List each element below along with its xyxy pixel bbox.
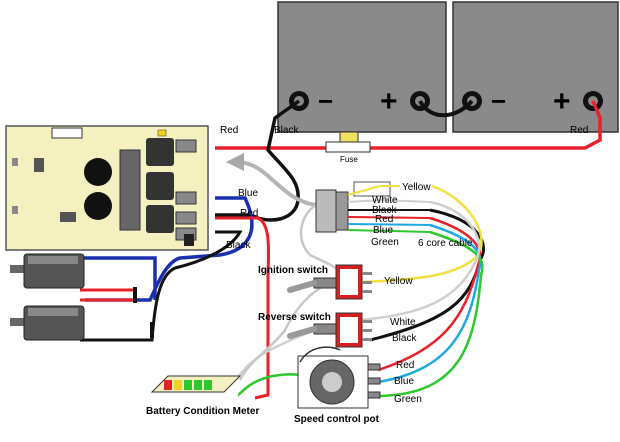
label-board-black: Black xyxy=(226,240,251,251)
motor-bus-bar-1 xyxy=(133,287,137,303)
connector-yellow-wire xyxy=(347,185,400,196)
grey-signal-wire xyxy=(239,160,317,207)
label-six-core-cable: 6 core cable xyxy=(418,238,473,249)
label-reverse-switch: Reverse switch xyxy=(258,312,331,323)
label-board-blue: Blue xyxy=(238,188,258,199)
label-connector-white: White xyxy=(372,195,398,206)
blue-motor-wire-2 xyxy=(80,256,157,300)
speed-control-pot[interactable] xyxy=(297,346,381,409)
motor-1 xyxy=(10,253,85,289)
motor-bus-bar-2 xyxy=(150,322,154,338)
label-pot-blue: Blue xyxy=(394,376,414,387)
connector-blue-wire xyxy=(347,223,431,226)
label-pot-red: Red xyxy=(396,360,414,371)
battery-1-positive-symbol: + xyxy=(380,85,398,118)
battery-2 xyxy=(452,1,619,133)
label-board-red2: Red xyxy=(240,208,258,219)
fuse xyxy=(325,131,371,153)
red-motor-wire-2 xyxy=(80,288,137,302)
battery-link-wire xyxy=(418,99,474,118)
label-pot-green: Green xyxy=(394,394,422,405)
six-core-cable-red xyxy=(377,216,482,372)
label-ignition-yellow: Yellow xyxy=(384,276,413,287)
six-core-cable-green xyxy=(237,230,484,398)
label-connector-black: Black xyxy=(372,205,397,216)
motor-2 xyxy=(10,305,85,341)
grey-arrow-head xyxy=(226,153,244,171)
red-motor-wire xyxy=(215,216,271,400)
label-reverse-white: White xyxy=(390,317,416,328)
connector-white-wire xyxy=(347,198,431,203)
black-motor-wire xyxy=(80,230,243,342)
label-connector-blue: Blue xyxy=(373,225,393,236)
label-battery-red: Red xyxy=(570,125,588,136)
label-reverse-black: Black xyxy=(392,333,417,344)
controller-board xyxy=(5,125,209,251)
label-fuse: Fuse xyxy=(340,155,358,164)
battery-2-negative-symbol: − xyxy=(491,86,506,116)
label-connector-red: Red xyxy=(375,214,393,225)
connector-red-wire xyxy=(347,216,431,219)
label-board-red: Red xyxy=(220,125,238,136)
label-speed-pot: Speed control pot xyxy=(294,414,380,425)
label-battery-meter: Battery Condition Meter xyxy=(146,406,259,417)
label-battery-black: Black xyxy=(274,125,299,136)
label-connector-yellow: Yellow xyxy=(402,182,431,193)
battery-1 xyxy=(277,1,447,133)
six-core-cable-cyan xyxy=(377,223,482,384)
battery-1-negative-symbol: − xyxy=(318,86,333,116)
battery-2-positive-symbol: + xyxy=(553,85,571,118)
ignition-switch[interactable] xyxy=(287,264,372,300)
label-ignition-switch: Ignition switch xyxy=(258,265,328,276)
reverse-switch[interactable] xyxy=(287,312,372,348)
grey-ignition-wire xyxy=(238,283,331,381)
connector-green-wire xyxy=(347,229,431,233)
battery-condition-meter xyxy=(150,375,242,393)
label-connector-green: Green xyxy=(371,237,399,248)
